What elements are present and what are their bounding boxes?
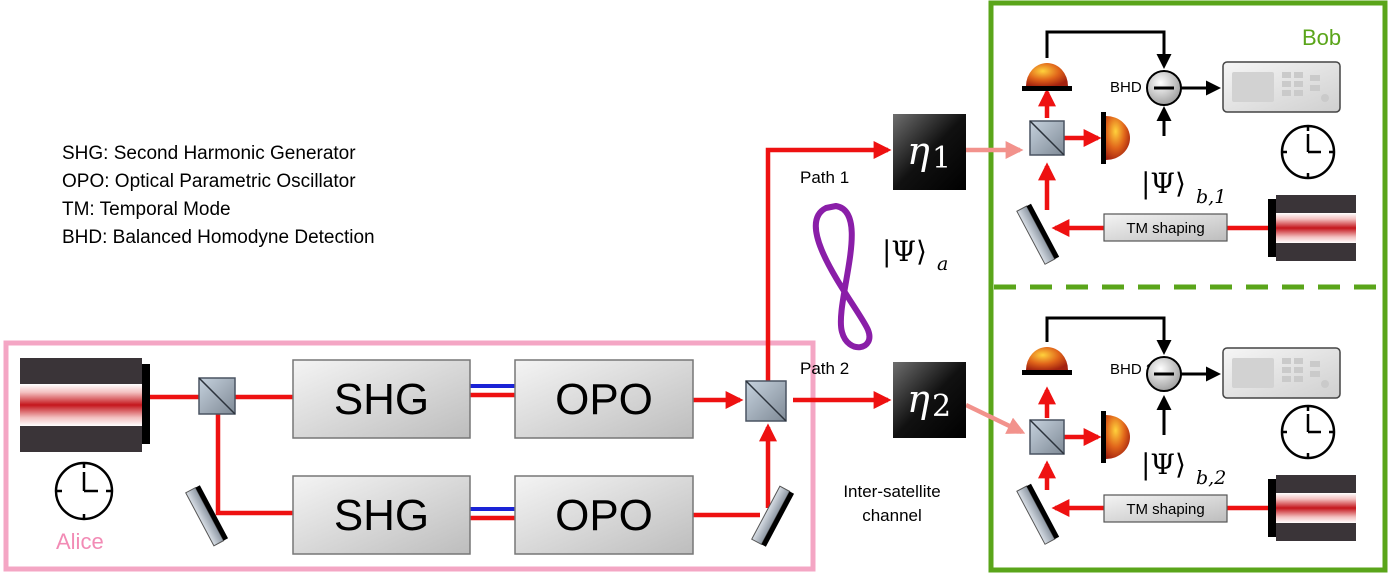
opo-box-1: OPO <box>514 359 694 439</box>
subtractor-2-icon <box>1146 356 1182 392</box>
bob-clock-icon-2 <box>1280 404 1336 460</box>
bob-mirror-1 <box>1016 203 1060 265</box>
eta2-symbol: η <box>907 377 930 421</box>
psi-b2-subscript: b,2 <box>1196 467 1226 489</box>
subtractor-1-icon <box>1146 70 1182 106</box>
loss-box-eta2: η 2 <box>893 362 966 438</box>
alice-beamsplitter-2 <box>745 380 787 422</box>
bob-frame <box>988 0 1388 573</box>
bob-laser-2 <box>1268 475 1356 541</box>
eta1-symbol: η <box>907 129 930 173</box>
psi-b2: |Ψ⟩ <box>1141 448 1186 481</box>
bhd2-label: BHD 2 <box>1110 361 1154 378</box>
bob-mirror-2 <box>1016 483 1060 545</box>
laser-housing-top <box>20 358 142 384</box>
alice-laser <box>20 358 150 452</box>
eta1-subscript: 1 <box>932 141 951 176</box>
psi-b1-subscript: b,1 <box>1196 186 1226 208</box>
opo-label-1: OPO <box>555 375 653 424</box>
laser-beam-core <box>20 384 142 426</box>
beam-eta2-to-bob <box>965 402 1026 435</box>
bhd2-detector-top <box>1022 347 1072 375</box>
laser-output-face <box>142 364 150 444</box>
legend-item-opo: OPO: Optical Parametric Oscillator <box>62 171 356 192</box>
bhd2-top-wire <box>1045 316 1172 355</box>
bob-beamsplitter-2 <box>1029 419 1065 455</box>
alice-mirror-right <box>751 485 795 547</box>
legend-item-bhd: BHD: Balanced Homodyne Detection <box>62 227 375 248</box>
alice-label: Alice <box>56 529 104 554</box>
laser-housing-bottom <box>20 426 142 452</box>
opo-box-2: OPO <box>514 475 694 555</box>
legend-item-tm: TM: Temporal Mode <box>62 199 231 220</box>
alice-mirror-left <box>185 485 229 547</box>
shg-label-2: SHG <box>334 491 429 540</box>
shg-label-1: SHG <box>334 375 429 424</box>
loss-box-eta1: η 1 <box>893 114 966 190</box>
beam-to-shg2 <box>215 397 295 516</box>
bob-beamsplitter-1 <box>1029 120 1065 156</box>
tm-shaping-label-2: TM shaping <box>1126 501 1204 518</box>
pump-lines <box>470 384 515 511</box>
tm-shaping-label-1: TM shaping <box>1126 220 1204 237</box>
channel-label-line1: Inter-satellite <box>843 482 940 501</box>
alice-frame <box>3 340 816 572</box>
alice-clock-icon <box>54 461 114 521</box>
bhd1-top-wire <box>1045 30 1172 69</box>
psi-a-subscript: a <box>937 253 948 275</box>
bob-label: Bob <box>1302 25 1341 50</box>
faded-beams <box>965 141 1026 435</box>
psi-b1: |Ψ⟩ <box>1141 167 1186 200</box>
opo-label-2: OPO <box>555 491 653 540</box>
entanglement-icon <box>812 203 873 351</box>
tm-shaping-box-2: TM shaping <box>1103 494 1228 523</box>
beam-path1 <box>765 141 892 382</box>
channel-label-line2: channel <box>862 506 922 525</box>
bhd1-detector-top <box>1022 63 1072 91</box>
bhd1-detector-right <box>1101 112 1130 164</box>
tm-shaping-box-1: TM shaping <box>1103 213 1228 242</box>
eta2-subscript: 2 <box>932 389 951 424</box>
bhd2-detector-right <box>1101 411 1130 463</box>
bhd2-wiring <box>1045 316 1221 435</box>
shg-box-1: SHG <box>292 359 471 439</box>
oscilloscope-1-icon <box>1222 61 1341 113</box>
bob-clock-icon-1 <box>1280 124 1336 180</box>
path1-label: Path 1 <box>800 168 849 187</box>
alice-beamsplitter-1 <box>198 377 236 415</box>
psi-a: |Ψ⟩ <box>882 235 927 268</box>
bhd1-wiring <box>1045 30 1221 136</box>
legend-item-shg: SHG: Second Harmonic Generator <box>62 143 356 164</box>
bob-laser-1 <box>1268 195 1356 261</box>
shg-box-2: SHG <box>292 475 471 555</box>
oscilloscope-2-icon <box>1222 347 1341 399</box>
bhd1-label: BHD 1 <box>1110 79 1154 96</box>
path2-label: Path 2 <box>800 359 849 378</box>
legend: SHG: Second Harmonic Generator OPO: Opti… <box>62 143 375 248</box>
